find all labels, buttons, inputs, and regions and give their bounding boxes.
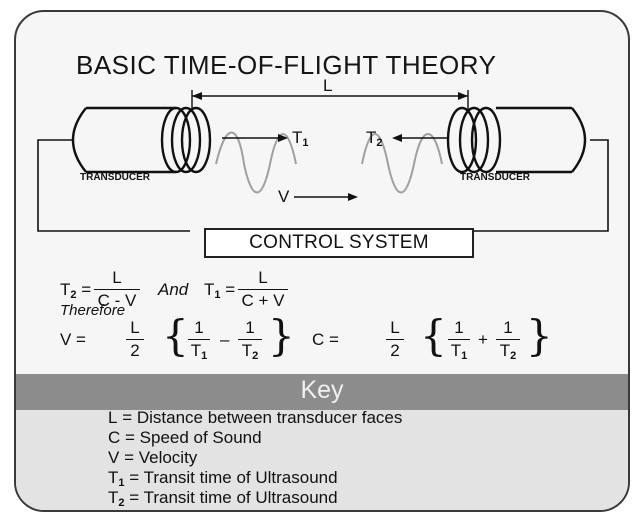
v-close-brace: }	[268, 311, 295, 360]
distance-label: L	[323, 76, 333, 95]
key-item-t2: T2 = Transit time of Ultrasound	[108, 488, 338, 509]
right-transducer	[446, 106, 587, 174]
c-open-brace: {	[420, 311, 447, 360]
c-close-brace: }	[526, 311, 553, 360]
key-area	[16, 410, 628, 510]
t1-lhs: T1 =	[204, 280, 236, 301]
key-item-velocity: V = Velocity	[108, 448, 198, 467]
velocity-label: V	[278, 187, 290, 206]
t2-lhs: T2 =	[60, 280, 92, 301]
and-text: And	[158, 280, 189, 299]
flow-diagram	[37, 90, 609, 232]
therefore-text: Therefore	[60, 302, 126, 319]
right-wire	[458, 139, 609, 232]
distance-arrow-right	[458, 92, 468, 100]
left-wire	[37, 139, 190, 232]
t1-label: T1	[292, 128, 309, 149]
left-transducer	[71, 106, 212, 174]
t2-label: T2	[366, 128, 383, 149]
right-transducer-label: TRANSDUCER	[460, 172, 530, 183]
control-system-box: CONTROL SYSTEM	[204, 228, 474, 258]
c-lhs: C =	[312, 330, 339, 349]
key-item-distance: L = Distance between transducer faces	[108, 408, 403, 427]
key-item-speed: C = Speed of Sound	[108, 428, 262, 447]
distance-arrow-left	[192, 92, 202, 100]
key-header-bar	[16, 374, 628, 410]
v-open-brace: {	[162, 311, 189, 360]
left-transducer-label: TRANSDUCER	[80, 172, 150, 183]
wave-left	[215, 131, 297, 194]
minus-sign: –	[220, 330, 230, 349]
key-item-t1: T1 = Transit time of Ultrasound	[108, 468, 338, 489]
v-lhs: V =	[60, 330, 86, 349]
wave-right	[361, 133, 443, 194]
plus-sign: +	[478, 330, 488, 349]
page-title: BASIC TIME-OF-FLIGHT THEORY	[76, 50, 497, 80]
key-title: Key	[300, 376, 344, 404]
diagram-card: BASIC TIME-OF-FLIGHT THEORY	[14, 10, 630, 512]
